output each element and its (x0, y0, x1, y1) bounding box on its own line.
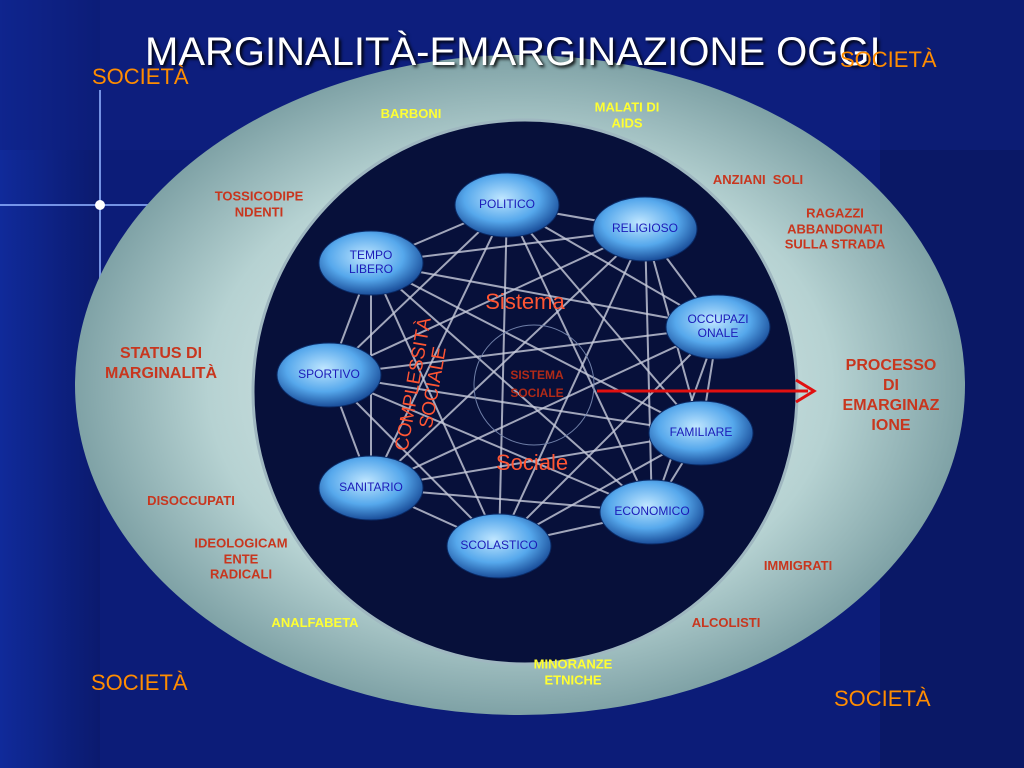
node-label-tempo_libero: TEMPO LIBERO (348, 248, 394, 276)
node-sanitario (318, 455, 424, 521)
processo-di-emarginazione-label: PROCESSO DI EMARGINAZ IONE (842, 357, 940, 434)
status-di-marginalita-label: STATUS DI MARGINALITÀ (105, 345, 217, 382)
edge-occupazionale-scolastico (498, 326, 719, 547)
immigrati-label: IMMIGRATI (763, 558, 833, 574)
network-nodes (276, 172, 771, 579)
sistema-sociale-core-text: SISTEMA SOCIALE (510, 368, 564, 400)
node-familiare (648, 400, 754, 466)
node-label-familiare: FAMILIARE (669, 425, 733, 440)
edge-economico-sportivo (328, 374, 653, 513)
edge-politico-scolastico (498, 204, 508, 547)
page-title: MARGINALITÀ-EMARGINAZIONE OGGI (145, 30, 881, 74)
edge-occupazionale-sanitario (370, 326, 719, 489)
societa-label-top-right: SOCIETÀ (840, 47, 937, 72)
malati-di-aids-label: MALATI DI AIDS (594, 99, 660, 130)
edge-religioso-sportivo (328, 228, 646, 376)
node-tempo_libero (318, 230, 424, 296)
societa-label-bottom-right: SOCIETÀ (834, 686, 931, 711)
node-label-economico: ECONOMICO (614, 504, 690, 519)
node-label-scolastico: SCOLASTICO (460, 538, 538, 553)
node-occupazionale (665, 294, 771, 360)
tossicodipendenti-label: TOSSICODIPE NDENTI (214, 188, 304, 219)
network-edges (328, 204, 719, 547)
ideologicamente-radicali-label: IDEOLOGICAM ENTE RADICALI (194, 535, 288, 582)
node-scolastico (446, 513, 552, 579)
edge-scolastico-sportivo (328, 374, 500, 547)
minoranze-etniche-label: MINORANZE ETNICHE (533, 656, 613, 687)
node-economico (599, 479, 705, 545)
node-label-occupazionale: OCCUPAZI ONALE (687, 312, 749, 340)
sistema-text: Sistema (485, 288, 565, 314)
node-politico (454, 172, 560, 238)
anziani-soli-label: ANZIANI SOLI (712, 172, 804, 188)
node-label-religioso: RELIGIOSO (611, 221, 679, 236)
ragazzi-abbandonati-label: RAGAZZI ABBANDONATI SULLA STRADA (784, 205, 886, 252)
edge-familiare-sanitario (370, 432, 702, 489)
barboni-label: BARBONI (380, 106, 442, 122)
edge-religioso-sanitario (370, 228, 646, 489)
disoccupati-label: DISOCCUPATI (147, 493, 235, 509)
edge-familiare-tempo_libero (370, 262, 702, 434)
edge-occupazionale-tempo_libero (370, 262, 719, 328)
arrow-head-icon (795, 378, 817, 404)
societa-label-bottom-left: SOCIETÀ (91, 670, 188, 695)
node-label-sanitario: SANITARIO (339, 480, 403, 495)
node-religioso (592, 196, 698, 262)
edge-politico-sportivo (328, 204, 508, 376)
center-core-circle (473, 324, 595, 446)
alcolisti-label: ALCOLISTI (691, 615, 761, 631)
sociale-text: Sociale (495, 449, 569, 475)
edge-religioso-economico (644, 228, 653, 513)
edge-scolastico-tempo_libero (370, 262, 500, 547)
node-sportivo (276, 342, 382, 408)
edge-occupazionale-sportivo (328, 326, 719, 376)
analfabeta-label: ANALFABETA (271, 615, 359, 631)
edge-familiare-sportivo (328, 374, 702, 434)
societa-label-top-left: SOCIETÀ (92, 64, 189, 89)
edge-economico-tempo_libero (370, 262, 653, 513)
node-label-sportivo: SPORTIVO (298, 367, 360, 382)
edge-religioso-scolastico (498, 228, 646, 547)
edge-politico-economico (506, 204, 653, 513)
node-label-politico: POLITICO (478, 197, 536, 212)
